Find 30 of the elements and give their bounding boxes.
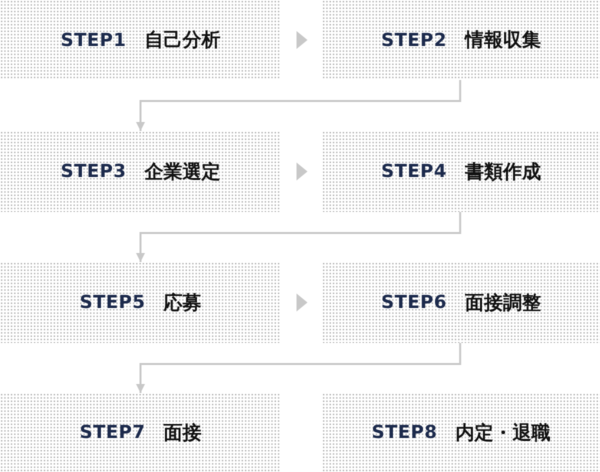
- step-box: [322, 131, 600, 212]
- step-number: STEP8: [372, 422, 438, 443]
- step-number: STEP3: [60, 161, 126, 182]
- step-label: 自己分析: [144, 28, 220, 53]
- step-label: 企業選定: [144, 160, 220, 184]
- step-box: [322, 262, 600, 343]
- chevron-arrow: [296, 162, 308, 180]
- elbow-arrow: [136, 212, 462, 262]
- step-label: 面接: [163, 420, 202, 446]
- step-box: [322, 393, 600, 472]
- step-label: 面接調整: [464, 290, 541, 316]
- elbow-arrow: [136, 80, 462, 131]
- step-number: STEP1: [60, 30, 126, 50]
- step-box: [0, 131, 281, 212]
- step-number: STEP2: [381, 30, 447, 50]
- step-label: 内定・退職: [455, 420, 550, 446]
- step-number: STEP4: [381, 161, 447, 182]
- chevron-arrow: [296, 294, 308, 312]
- step-number: STEP7: [80, 422, 146, 443]
- step-label: 応募: [163, 290, 202, 316]
- step-number: STEP5: [80, 292, 146, 313]
- step-box: [0, 393, 281, 472]
- step-label: 書類作成: [464, 160, 541, 184]
- chevron-arrow: [296, 31, 308, 49]
- step-box: [322, 0, 600, 80]
- step-box: [0, 0, 281, 80]
- step-box: [0, 262, 281, 343]
- elbow-arrow: [136, 343, 462, 393]
- step-number: STEP6: [381, 292, 447, 313]
- step-label: 情報収集: [464, 28, 541, 53]
